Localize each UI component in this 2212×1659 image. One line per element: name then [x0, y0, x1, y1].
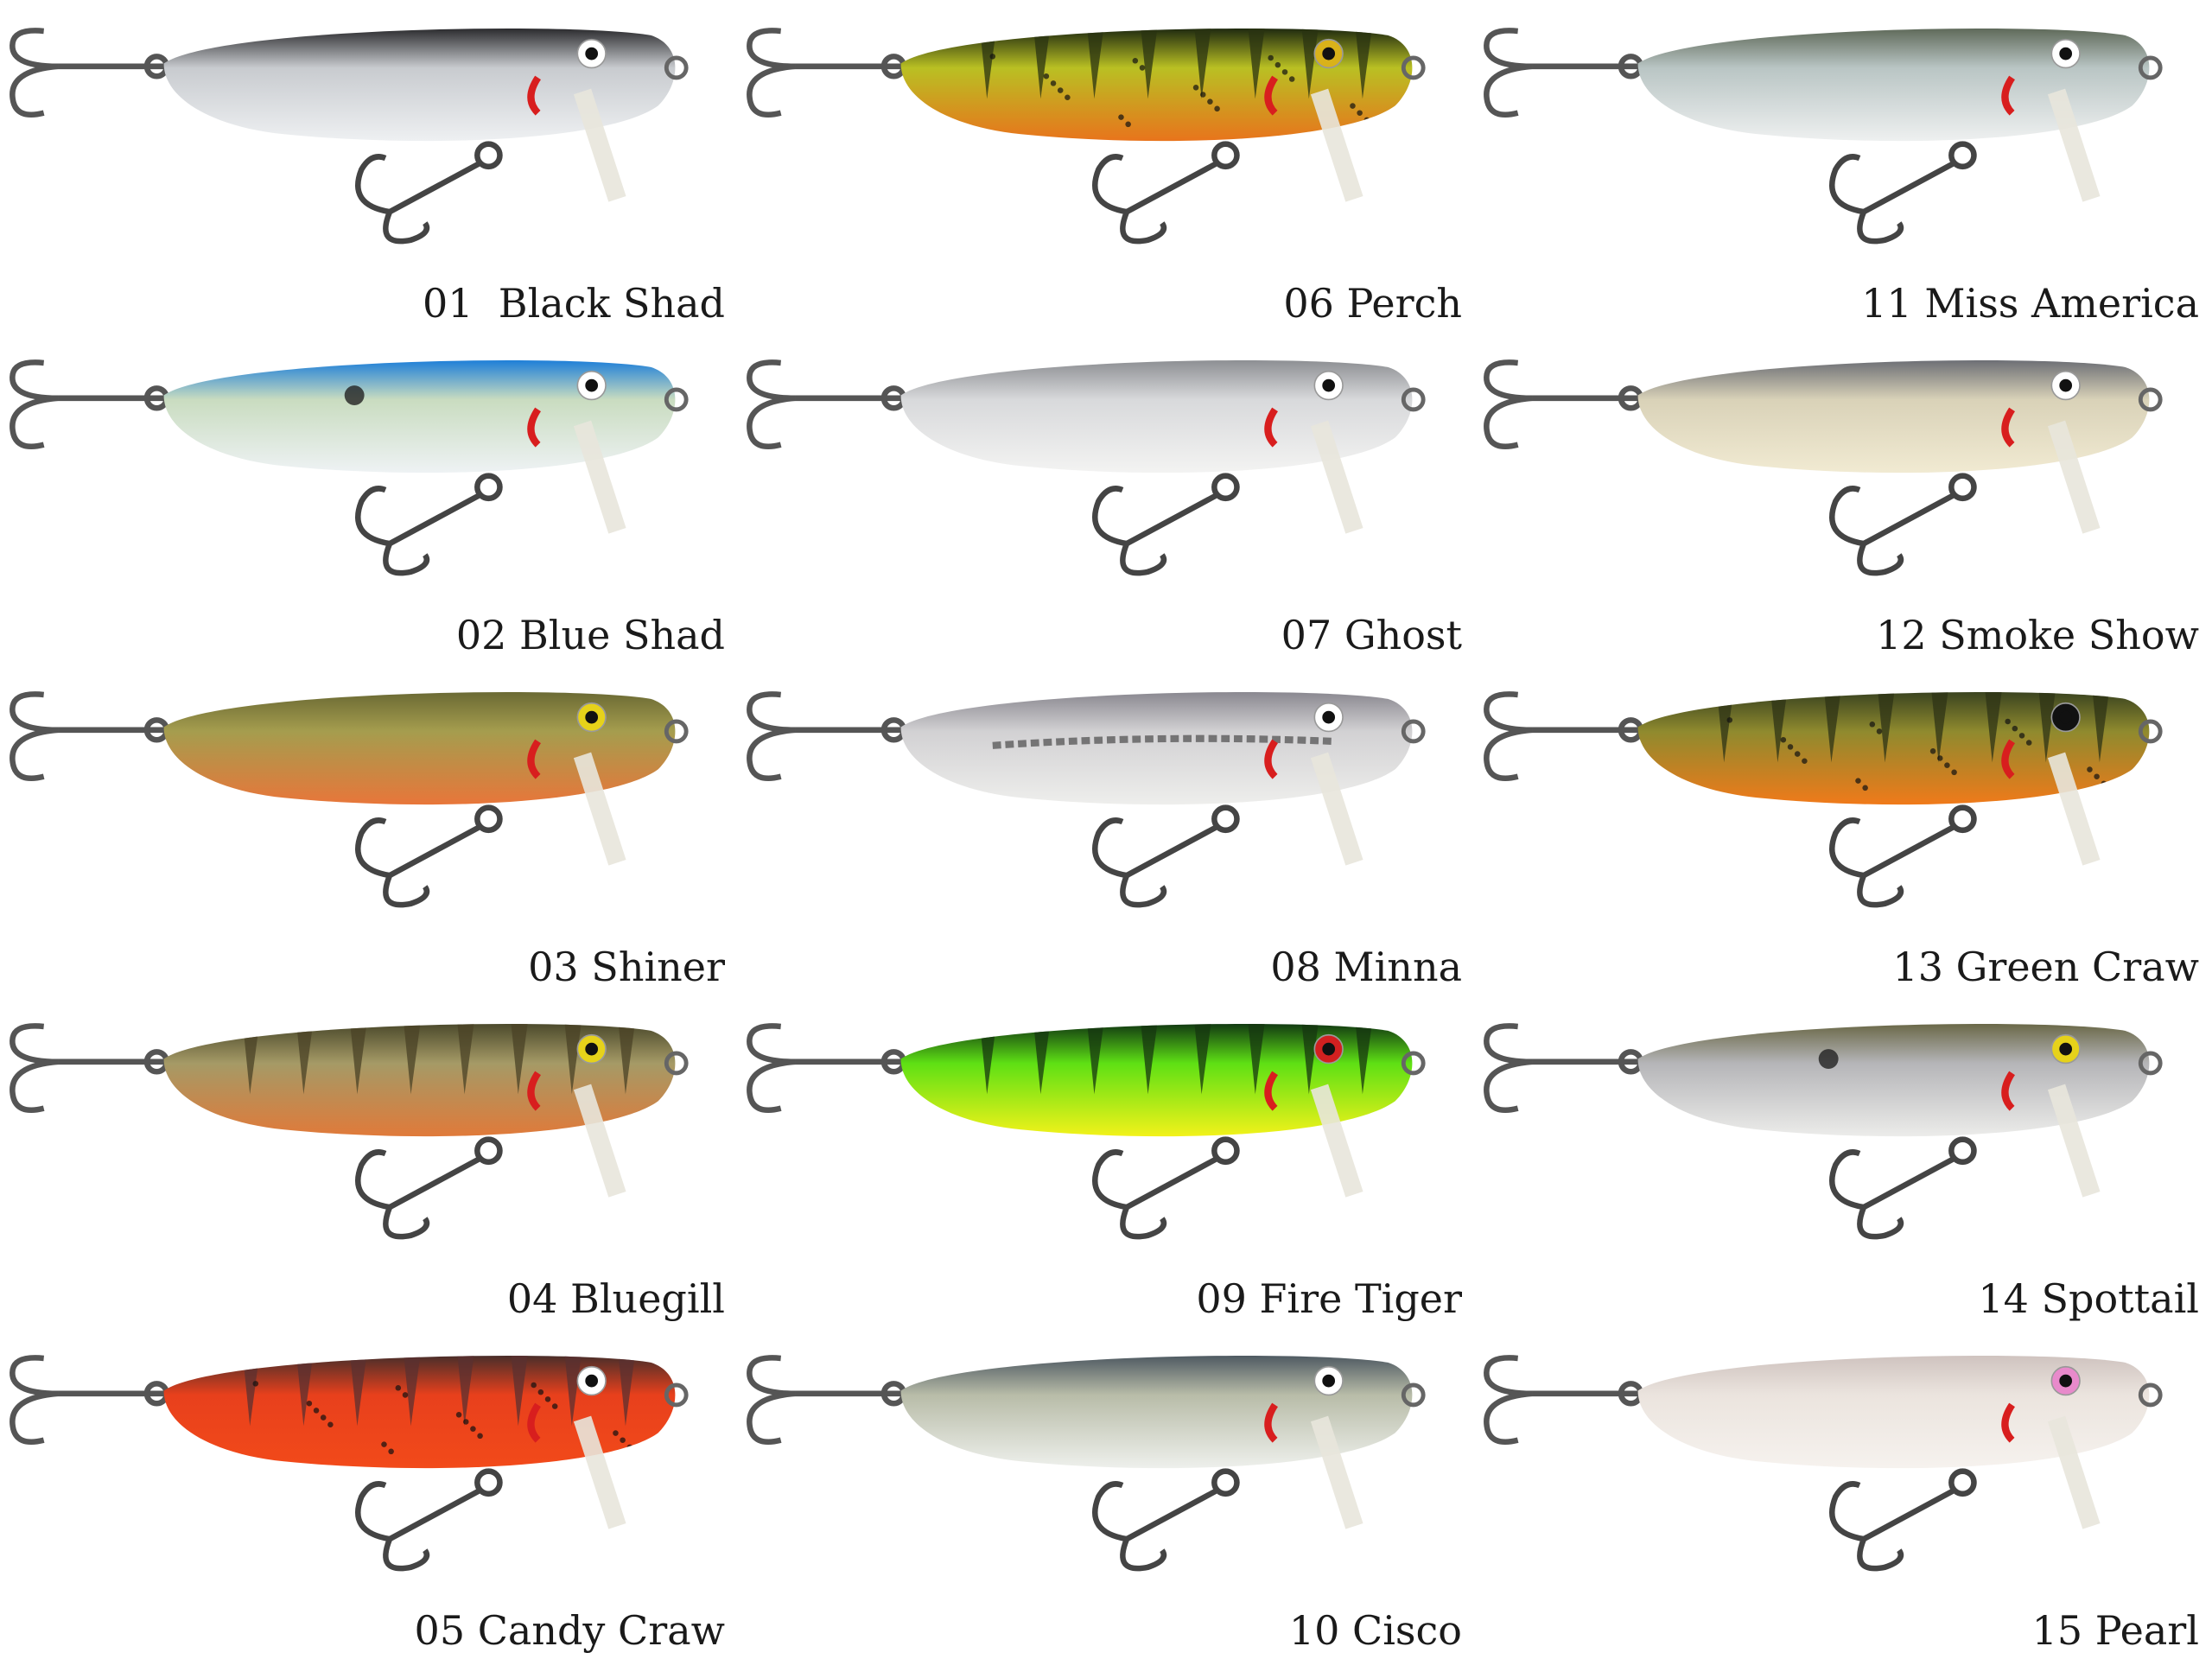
- front-hook-icon: [1484, 691, 1644, 782]
- lure-item: 10 Cisco: [737, 1327, 1474, 1659]
- front-hook-icon: [747, 691, 907, 782]
- front-hook-icon: [10, 1355, 170, 1446]
- treble-hook-icon: [355, 804, 503, 908]
- lure-item: 02 Blue Shad: [0, 332, 737, 664]
- lure-item: 05 Candy Craw: [0, 1327, 737, 1659]
- treble-hook-icon: [1829, 473, 1977, 576]
- lure-item: 01 Black Shad: [0, 0, 737, 332]
- lure-label: 15 Pearl: [2031, 1607, 2199, 1654]
- lure-image: [10, 359, 689, 576]
- front-hook-icon: [10, 359, 170, 450]
- treble-hook-icon: [1829, 141, 1977, 245]
- treble-hook-icon: [1829, 804, 1977, 908]
- lure-image: [1484, 1355, 2163, 1572]
- lure-label: 03 Shiner: [528, 944, 725, 990]
- lure-image: [747, 1023, 1426, 1240]
- lure-label: 01 Black Shad: [423, 280, 725, 327]
- lure-image: [10, 28, 689, 245]
- treble-hook-icon: [355, 1136, 503, 1240]
- treble-hook-icon: [1829, 1468, 1977, 1572]
- front-hook-icon: [747, 359, 907, 450]
- front-hook-icon: [1484, 1023, 1644, 1114]
- treble-hook-icon: [1829, 1136, 1977, 1240]
- lure-item: 15 Pearl: [1474, 1327, 2211, 1659]
- lure-label: 02 Blue Shad: [455, 612, 725, 658]
- treble-hook-icon: [1092, 804, 1240, 908]
- front-hook-icon: [1484, 1355, 1644, 1446]
- front-hook-icon: [1484, 28, 1644, 118]
- lure-item: 11 Miss America: [1474, 0, 2211, 332]
- lure-image: [10, 691, 689, 908]
- lure-image: [1484, 691, 2163, 908]
- lure-label: 13 Green Craw: [1892, 944, 2199, 990]
- lure-item: 12 Smoke Show: [1474, 332, 2211, 664]
- lure-label: 04 Bluegill: [506, 1275, 725, 1322]
- lure-label: 08 Minna: [1270, 944, 1462, 990]
- lure-item: 06 Perch: [737, 0, 1474, 332]
- lure-image: [747, 359, 1426, 576]
- front-hook-icon: [10, 28, 170, 118]
- treble-hook-icon: [1092, 1468, 1240, 1572]
- lure-item: 14 Spottail: [1474, 995, 2211, 1327]
- treble-hook-icon: [355, 1468, 503, 1572]
- lure-label: 10 Cisco: [1288, 1607, 1462, 1654]
- lure-item: 07 Ghost: [737, 332, 1474, 664]
- treble-hook-icon: [1092, 473, 1240, 576]
- treble-hook-icon: [355, 141, 503, 245]
- lure-item: 04 Bluegill: [0, 995, 737, 1327]
- front-hook-icon: [10, 1023, 170, 1114]
- front-hook-icon: [1484, 359, 1644, 450]
- lure-image: [1484, 1023, 2163, 1240]
- lure-image: [10, 1355, 689, 1572]
- lure-item: 08 Minna: [737, 664, 1474, 995]
- lure-image: [747, 691, 1426, 908]
- front-hook-icon: [10, 691, 170, 782]
- treble-hook-icon: [355, 473, 503, 576]
- front-hook-icon: [747, 1355, 907, 1446]
- lure-label: 05 Candy Craw: [414, 1607, 725, 1654]
- lure-image: [1484, 28, 2163, 245]
- lure-label: 14 Spottail: [1978, 1275, 2199, 1322]
- lure-item: 03 Shiner: [0, 664, 737, 995]
- lure-image: [1484, 359, 2163, 576]
- lure-label: 11 Miss America: [1861, 280, 2199, 327]
- lure-label: 12 Smoke Show: [1876, 612, 2199, 658]
- front-hook-icon: [747, 28, 907, 118]
- lure-label: 09 Fire Tiger: [1196, 1275, 1462, 1322]
- treble-hook-icon: [1092, 1136, 1240, 1240]
- front-hook-icon: [747, 1023, 907, 1114]
- lure-item: 13 Green Craw: [1474, 664, 2211, 995]
- lure-label: 06 Perch: [1283, 280, 1462, 327]
- lure-item: 09 Fire Tiger: [737, 995, 1474, 1327]
- lure-label: 07 Ghost: [1281, 612, 1462, 658]
- lure-image: [747, 1355, 1426, 1572]
- lure-image: [10, 1023, 689, 1240]
- treble-hook-icon: [1092, 141, 1240, 245]
- lure-image: [747, 28, 1426, 245]
